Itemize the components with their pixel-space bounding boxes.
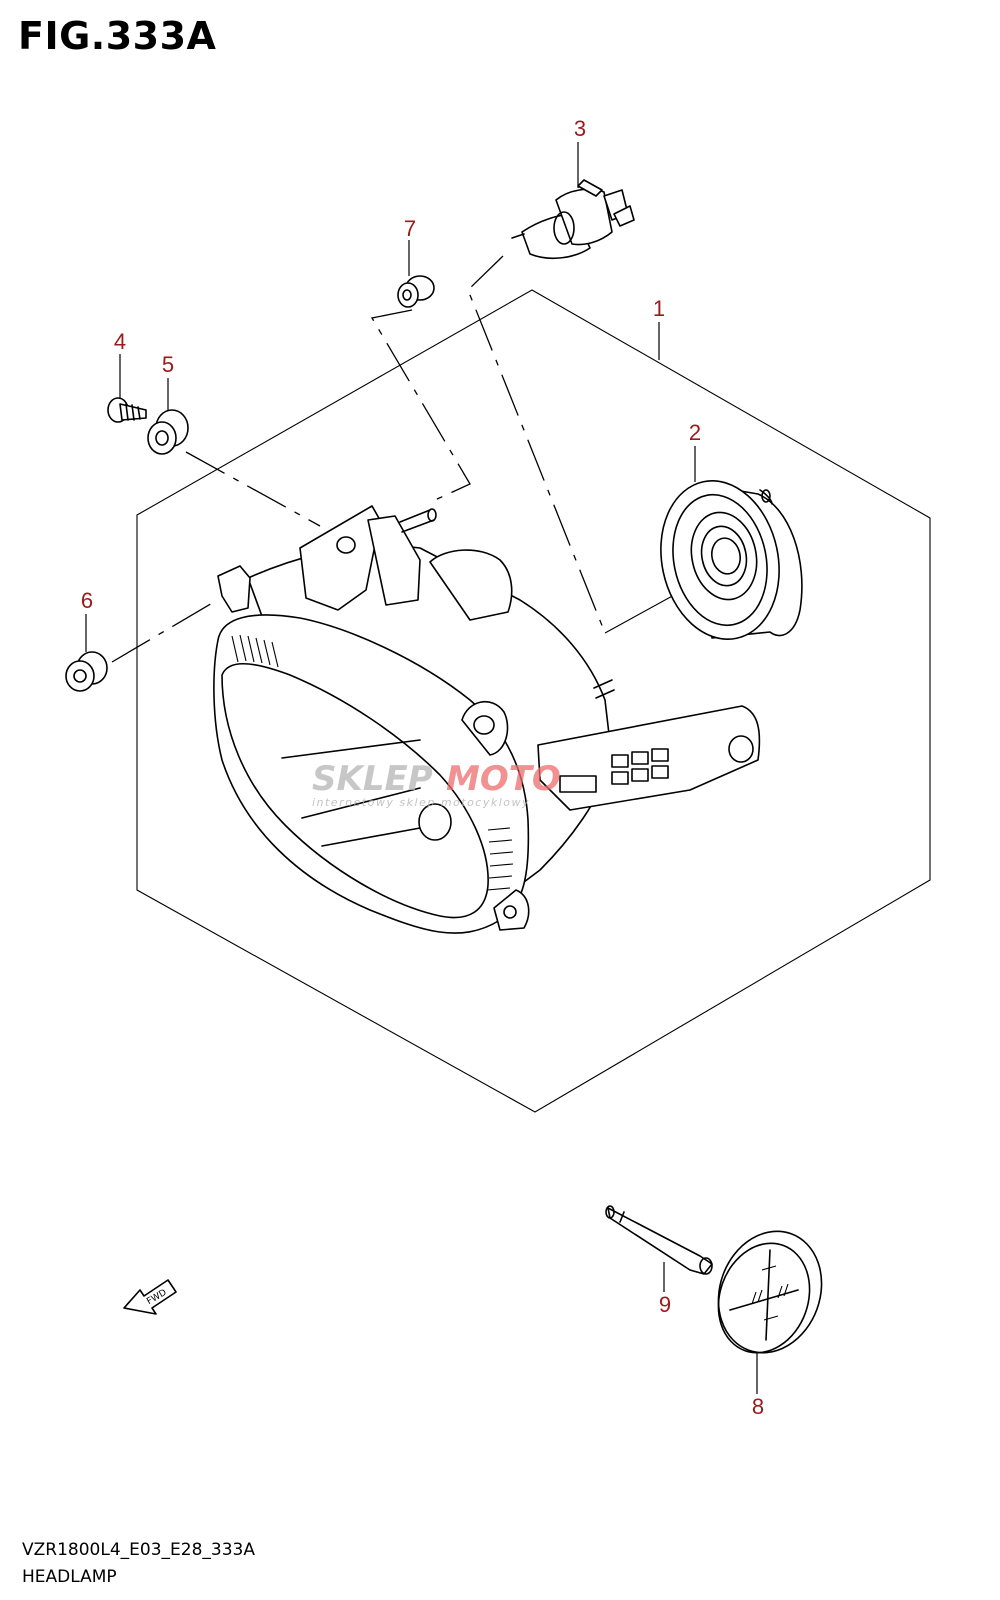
cap-round [717,1230,823,1354]
figure-name: HEADLAMP [22,1567,117,1587]
callout-4: 4 [114,329,126,354]
figure-title: FIG.333A [18,14,217,58]
headlamp-bulb [511,179,635,260]
assembly-lines [111,255,677,663]
adjuster-shaft [605,1205,713,1275]
assembly-frame [136,289,931,1113]
watermark-tagline: internetowy sklep motocyklowy [312,796,530,809]
cushion [147,409,189,455]
watermark-brand-part1: SKLEP [312,759,433,799]
callout-5: 5 [162,352,174,377]
watermark-brand-part2: MOTO [446,759,561,799]
grommet [65,651,108,692]
watermark: SKLEP MOTO internetowy sklep motocyklowy [312,759,561,809]
grommet-small [397,275,435,308]
callout-2: 2 [689,420,701,445]
callout-leaders [85,142,758,1394]
callout-6: 6 [81,588,93,613]
headlamp-housing [213,505,761,934]
headlamp-dust-cover [660,480,803,640]
callout-3: 3 [574,116,586,141]
figure-code: VZR1800L4_E03_E28_333A [22,1540,255,1560]
screw [107,397,147,423]
callout-1: 1 [653,296,665,321]
callout-9: 9 [659,1292,671,1317]
callout-7: 7 [404,216,416,241]
fwd-arrow-icon: FWD [123,1279,177,1315]
callout-8: 8 [752,1394,764,1419]
